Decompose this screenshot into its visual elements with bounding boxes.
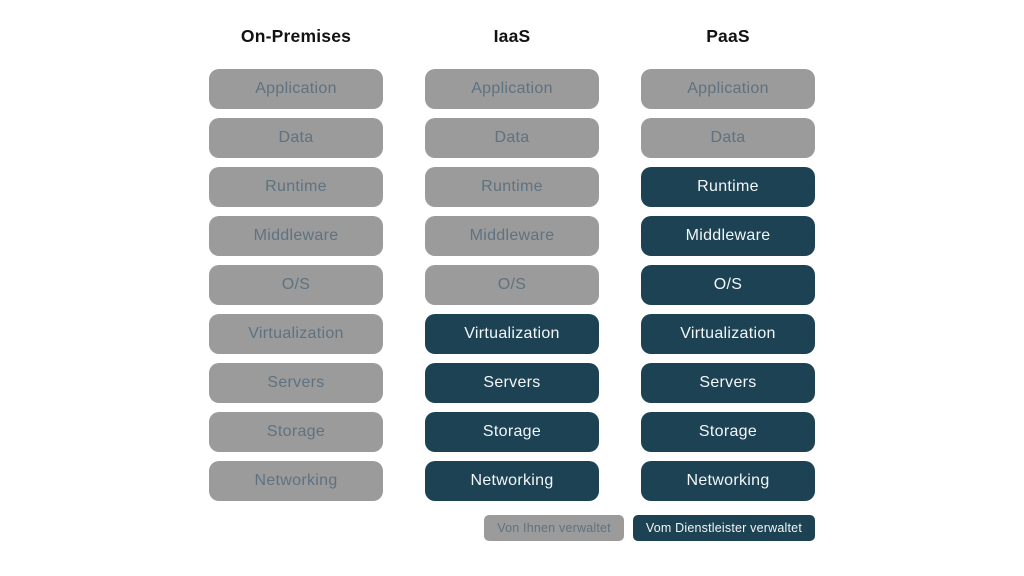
legend-item-user-managed: Von Ihnen verwaltet — [484, 515, 624, 541]
layer-box-data: Data — [209, 118, 383, 158]
layer-box-storage: Storage — [641, 412, 815, 452]
layer-box-middleware: Middleware — [209, 216, 383, 256]
layer-box-virtualization: Virtualization — [209, 314, 383, 354]
column-title: PaaS — [706, 26, 750, 46]
layer-box-virtualization: Virtualization — [425, 314, 599, 354]
layer-box-application: Application — [425, 69, 599, 109]
legend-item-provider-managed: Vom Dienstleister verwaltet — [632, 515, 815, 541]
layer-box-o-s: O/S — [209, 265, 383, 305]
layer-box-middleware: Middleware — [425, 216, 599, 256]
layer-box-data: Data — [641, 118, 815, 158]
layer-box-virtualization: Virtualization — [641, 314, 815, 354]
legend: Von Ihnen verwaltet Vom Dienstleister ver… — [484, 515, 815, 541]
layer-box-storage: Storage — [425, 412, 599, 452]
layer-box-data: Data — [425, 118, 599, 158]
layer-box-storage: Storage — [209, 412, 383, 452]
layer-box-runtime: Runtime — [209, 167, 383, 207]
layer-box-servers: Servers — [209, 363, 383, 403]
layer-box-servers: Servers — [425, 363, 599, 403]
column-title: On-Premises — [240, 26, 352, 46]
layer-box-middleware: Middleware — [641, 216, 815, 256]
layer-box-runtime: Runtime — [425, 167, 599, 207]
layer-box-networking: Networking — [425, 461, 599, 501]
layer-box-o-s: O/S — [641, 265, 815, 305]
layer-box-application: Application — [641, 69, 815, 109]
column-title: IaaS — [493, 26, 531, 46]
layer-box-o-s: O/S — [425, 265, 599, 305]
layer-box-networking: Networking — [209, 461, 383, 501]
layer-box-runtime: Runtime — [641, 167, 815, 207]
layer-box-networking: Networking — [641, 461, 815, 501]
layer-box-servers: Servers — [641, 363, 815, 403]
layer-box-application: Application — [209, 69, 383, 109]
